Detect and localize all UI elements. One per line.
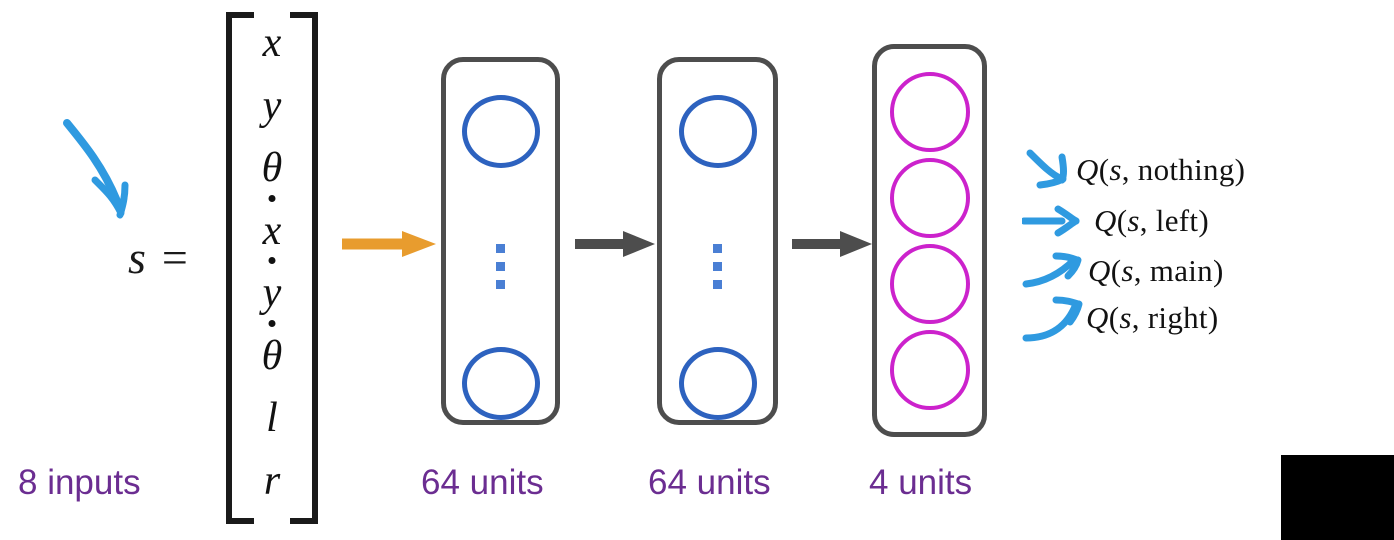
q-output-label: Q(s, left) <box>1094 203 1209 238</box>
q-output-label: Q(s, nothing) <box>1076 152 1246 187</box>
state-vector-item: y <box>248 85 296 127</box>
bracket-left-icon <box>226 12 254 524</box>
state-symbol-s: s <box>128 231 148 283</box>
black-overlay-patch <box>1281 455 1394 540</box>
layer-box-hidden-2 <box>657 57 778 425</box>
q-output-list: Q(s, nothing) Q(s, left) Q(s, main) <box>1022 142 1322 342</box>
neuron-hidden-1-top <box>461 95 540 168</box>
output-arrow-main-icon <box>1022 252 1082 288</box>
layer-box-hidden-1 <box>441 57 560 425</box>
state-symbol: s = <box>128 222 224 292</box>
output-arrow-left-icon <box>1022 205 1080 237</box>
q-output-row: Q(s, left) <box>1022 197 1209 245</box>
q-output-row: Q(s, nothing) <box>1022 146 1245 194</box>
layer-label-output: 4 units <box>869 463 973 502</box>
state-vector-item-glyph: x <box>262 207 282 254</box>
state-vector-item-glyph: x <box>262 20 282 67</box>
state-vector-item-glyph: θ <box>261 332 283 379</box>
output-arrow-right-icon <box>1022 296 1083 342</box>
layer-arrow-2-icon <box>792 231 872 257</box>
annotation-arrow-icon <box>63 119 129 219</box>
state-vector-items: x y θ x y θ l <box>248 12 296 512</box>
state-vector-item: l <box>248 397 296 439</box>
state-vector-item: θ <box>248 147 296 189</box>
ellipsis-hidden-2-icon <box>713 244 722 289</box>
neuron-hidden-1-bottom <box>461 347 540 420</box>
state-vector-item: x <box>248 194 296 254</box>
state-vector-item-glyph: θ <box>261 145 283 192</box>
output-arrow-nothing-icon <box>1026 149 1067 189</box>
layer-label-hidden-1: 64 units <box>421 463 544 502</box>
neuron-hidden-2-top <box>678 95 757 168</box>
neuron-output-1 <box>889 157 970 238</box>
input-count-label: 8 inputs <box>18 463 141 502</box>
dot-accent-icon <box>268 257 276 265</box>
state-equals-sign: = <box>161 231 190 283</box>
state-vector-item: x <box>248 22 296 64</box>
state-vector-item-glyph: l <box>266 395 278 442</box>
neuron-hidden-2-bottom <box>678 347 757 420</box>
neuron-output-0 <box>889 71 970 152</box>
state-vector-item: r <box>248 460 296 502</box>
q-output-row: Q(s, main) <box>1022 247 1224 295</box>
state-vector-item-glyph: y <box>262 270 282 317</box>
layer-box-output <box>872 44 987 437</box>
state-vector-item-glyph: r <box>263 457 281 504</box>
neuron-output-2 <box>889 243 970 324</box>
layer-arrow-1-icon <box>575 231 655 257</box>
dot-accent-icon <box>268 319 276 327</box>
q-output-row: Q(s, right) <box>1022 294 1218 342</box>
neuron-output-3 <box>889 329 970 410</box>
q-output-label: Q(s, main) <box>1088 253 1224 288</box>
input-arrow-icon <box>342 231 436 257</box>
q-output-label: Q(s, right) <box>1086 300 1219 335</box>
state-vector: x y θ x y θ l <box>226 12 318 524</box>
ellipsis-hidden-1-icon <box>496 244 505 289</box>
state-vector-item: y <box>248 257 296 317</box>
bracket-right-icon <box>290 12 318 524</box>
layer-label-hidden-2: 64 units <box>648 463 771 502</box>
dot-accent-icon <box>268 194 276 202</box>
state-vector-item: θ <box>248 319 296 379</box>
state-vector-item-glyph: y <box>262 82 282 129</box>
